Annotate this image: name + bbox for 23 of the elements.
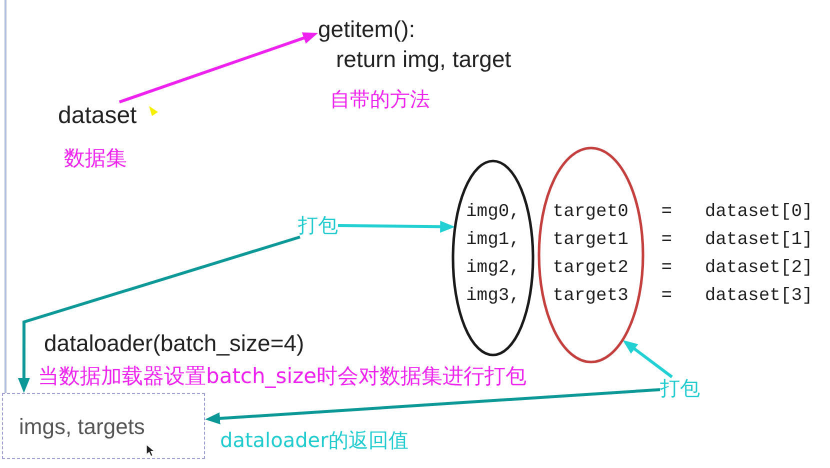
annotation-text: 当数据加载器设置batch_size时会对数据集进行打包: [38, 364, 527, 388]
arrow: [338, 220, 456, 233]
ellipse-outline: [451, 159, 535, 357]
code-text: dataloader(batch_size=4): [44, 330, 304, 356]
code-text: dataset: [58, 102, 137, 130]
arrow: [622, 340, 673, 378]
annotation-text: 数据集: [64, 146, 127, 170]
code-line: img2, target2 = dataset[2]: [466, 258, 813, 279]
code-line: img3, target3 = dataset[3]: [466, 286, 813, 307]
arrow: [18, 236, 300, 393]
code-line: img0, target0 = dataset[0]: [466, 202, 813, 223]
annotation-text: 打包: [660, 377, 700, 400]
annotation-text: 自带的方法: [330, 88, 430, 111]
annotation-text: dataloader的返回值: [220, 429, 408, 452]
code-text: imgs, targets: [19, 414, 145, 440]
code-text: return img, target: [336, 46, 512, 73]
code-text: getitem():: [318, 16, 416, 42]
code-line: img1, target1 = dataset[1]: [466, 230, 813, 251]
ellipse-outline: [537, 146, 645, 364]
arrow: [205, 388, 660, 424]
output-box: [2, 393, 205, 459]
arrow: [118, 32, 318, 104]
annotation-text: 打包: [298, 214, 338, 237]
